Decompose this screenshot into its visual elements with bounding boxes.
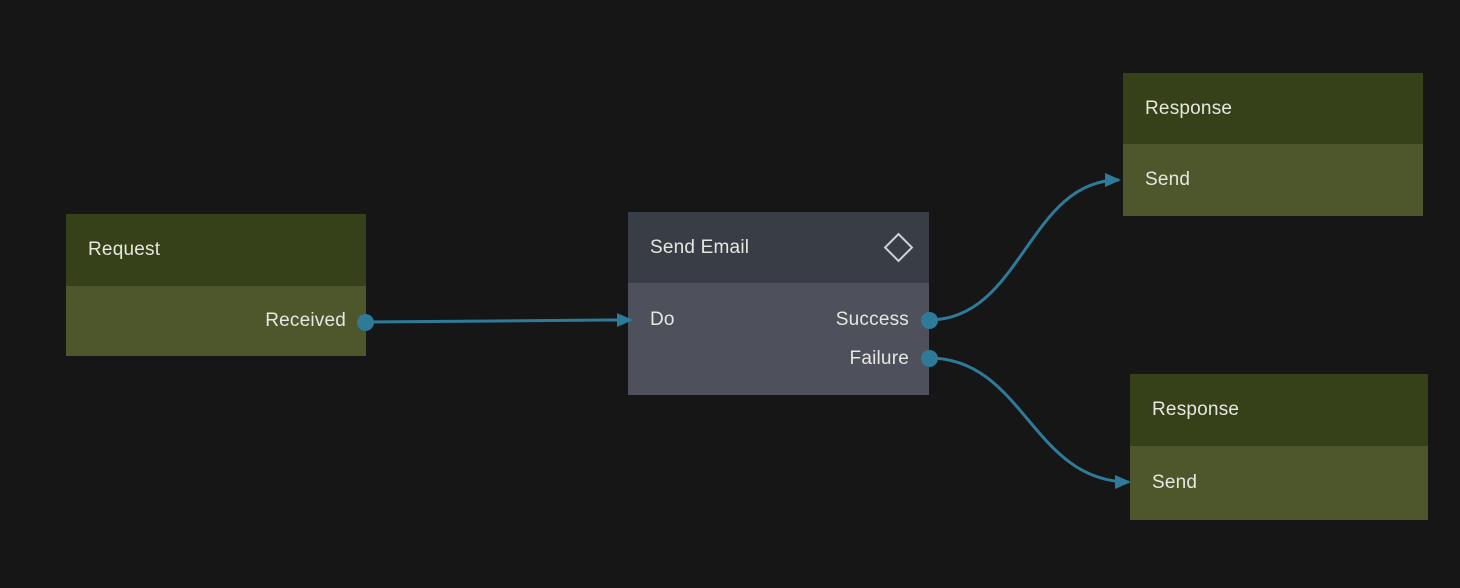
connector-dot-success[interactable] — [921, 312, 938, 329]
port-label: Send — [1145, 169, 1191, 190]
node-response-success[interactable]: Response Send — [1123, 73, 1423, 216]
node-title: Response — [1145, 97, 1233, 119]
edge-success-to-response[interactable] — [928, 173, 1121, 322]
edge-received-to-do[interactable] — [364, 313, 633, 328]
port-row-failure: Failure — [628, 339, 929, 378]
node-send-email-body: Do Success Failure — [628, 283, 929, 395]
node-response-success-body: Send — [1123, 144, 1423, 216]
node-response-failure-header[interactable]: Response — [1130, 374, 1428, 446]
node-title: Send Email — [650, 236, 750, 258]
node-request[interactable]: Request Received — [66, 214, 366, 356]
port-send-top[interactable]: Send — [1123, 144, 1423, 216]
node-request-header[interactable]: Request — [66, 214, 366, 286]
node-title: Response — [1152, 399, 1240, 420]
node-request-body: Received — [66, 286, 366, 356]
port-do[interactable]: Do — [650, 308, 675, 330]
diamond-icon — [883, 232, 914, 263]
port-label: Received — [265, 310, 346, 331]
port-failure[interactable]: Failure — [849, 347, 909, 369]
edge-failure-to-response[interactable] — [928, 356, 1131, 489]
port-label: Send — [1152, 472, 1198, 493]
node-response-failure[interactable]: Response Send — [1130, 374, 1428, 520]
connector-dot-received[interactable] — [357, 314, 374, 331]
node-response-success-header[interactable]: Response — [1123, 73, 1423, 144]
port-row-do-success: Do Success — [628, 300, 929, 339]
port-received[interactable]: Received — [66, 286, 366, 356]
port-send-bottom[interactable]: Send — [1130, 446, 1428, 520]
port-success[interactable]: Success — [835, 308, 909, 330]
node-response-failure-body: Send — [1130, 446, 1428, 520]
node-send-email-header[interactable]: Send Email — [628, 212, 929, 283]
connector-dot-failure[interactable] — [921, 350, 938, 367]
node-title: Request — [88, 239, 161, 260]
node-send-email[interactable]: Send Email Do Success Failure — [628, 212, 929, 395]
